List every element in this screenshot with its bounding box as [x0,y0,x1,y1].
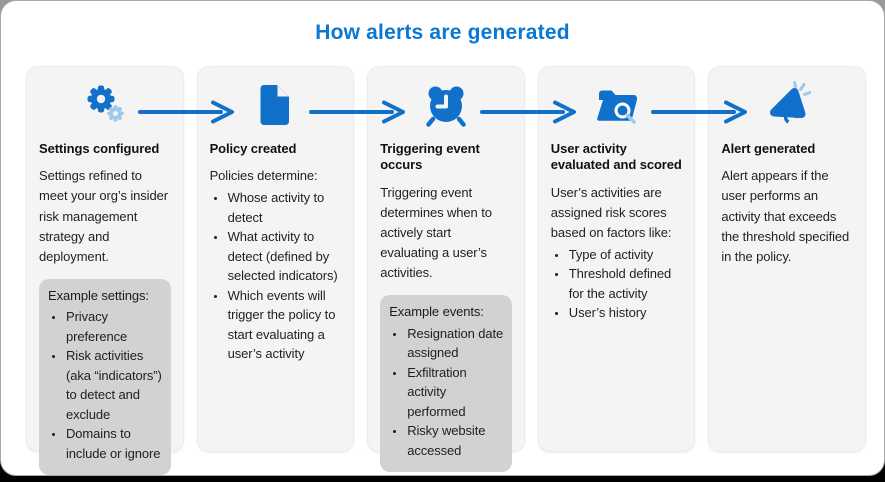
flow-arrow [309,100,405,124]
step-icon-row [551,75,683,135]
step-list: Type of activity Threshold defined for t… [551,245,683,323]
step-icon-row [721,75,853,135]
step-heading: Policy created [209,141,297,156]
flow-arrow [480,100,576,124]
example-list: Privacy preference Risk activities (aka … [48,307,163,463]
step-heading: Alert generated [721,141,816,156]
example-label: Example events: [389,304,484,320]
list-item: User’s history [568,303,683,323]
step-card-alert-generated: Alert generated Alert appears if the use… [708,66,866,452]
list-item: Domains to include or ignore [65,424,163,463]
step-icon-row [39,75,171,135]
steps-row: Settings configured Settings refined to … [26,66,866,475]
step-intro: Alert appears if the user performs an ac… [721,168,850,264]
folder-search-icon [596,90,637,124]
flow-arrow [138,100,234,124]
example-list: Resignation date assigned Exfiltration a… [389,324,504,461]
list-item: Exfiltration activity performed [406,363,504,422]
step-card-user-activity-scored: User activity evaluated and scored User’… [537,66,696,452]
step-icon-row [210,75,342,135]
gears-icon [87,85,124,122]
example-box: Example settings: Privacy preference Ris… [39,278,171,475]
step-heading: User activity evaluated and scored [550,141,682,173]
step-heading: Settings configured [39,141,160,156]
alarm-clock-icon [426,86,466,127]
step-intro: Settings refined to meet your org’s insi… [39,168,168,264]
step-list: Whose activity to detect What activity t… [210,188,342,364]
step-heading: Triggering event occurs [380,141,480,173]
list-item: Whose activity to detect [227,188,342,227]
step-intro: User’s activities are assigned risk scor… [550,184,672,240]
list-item: Resignation date assigned [406,324,504,363]
step-card-settings-configured: Settings configured Settings refined to … [26,66,184,475]
list-item: What activity to detect (defined by sele… [227,227,342,286]
list-item: Which events will trigger the policy to … [227,286,342,364]
page-title: How alerts are generated [315,21,570,44]
list-item: Risk activities (aka “indicators”) to de… [65,346,163,424]
step-intro: Policies determine: [209,168,318,184]
flow-arrow [651,100,747,124]
list-item: Risky website accessed [406,421,504,460]
step-icon-row [380,75,512,135]
megaphone-icon [770,81,812,124]
step-card-triggering-event: Triggering event occurs Triggering event… [367,66,525,473]
example-label: Example settings: [48,287,149,303]
step-intro: Triggering event determines when to acti… [380,184,492,281]
document-icon [260,85,290,125]
list-item: Type of activity [568,245,683,265]
step-card-policy-created: Policy created Policies determine: Whose… [196,66,355,452]
list-item: Privacy preference [65,307,163,346]
example-box: Example events: Resignation date assigne… [380,295,512,473]
list-item: Threshold defined for the activity [568,264,683,303]
